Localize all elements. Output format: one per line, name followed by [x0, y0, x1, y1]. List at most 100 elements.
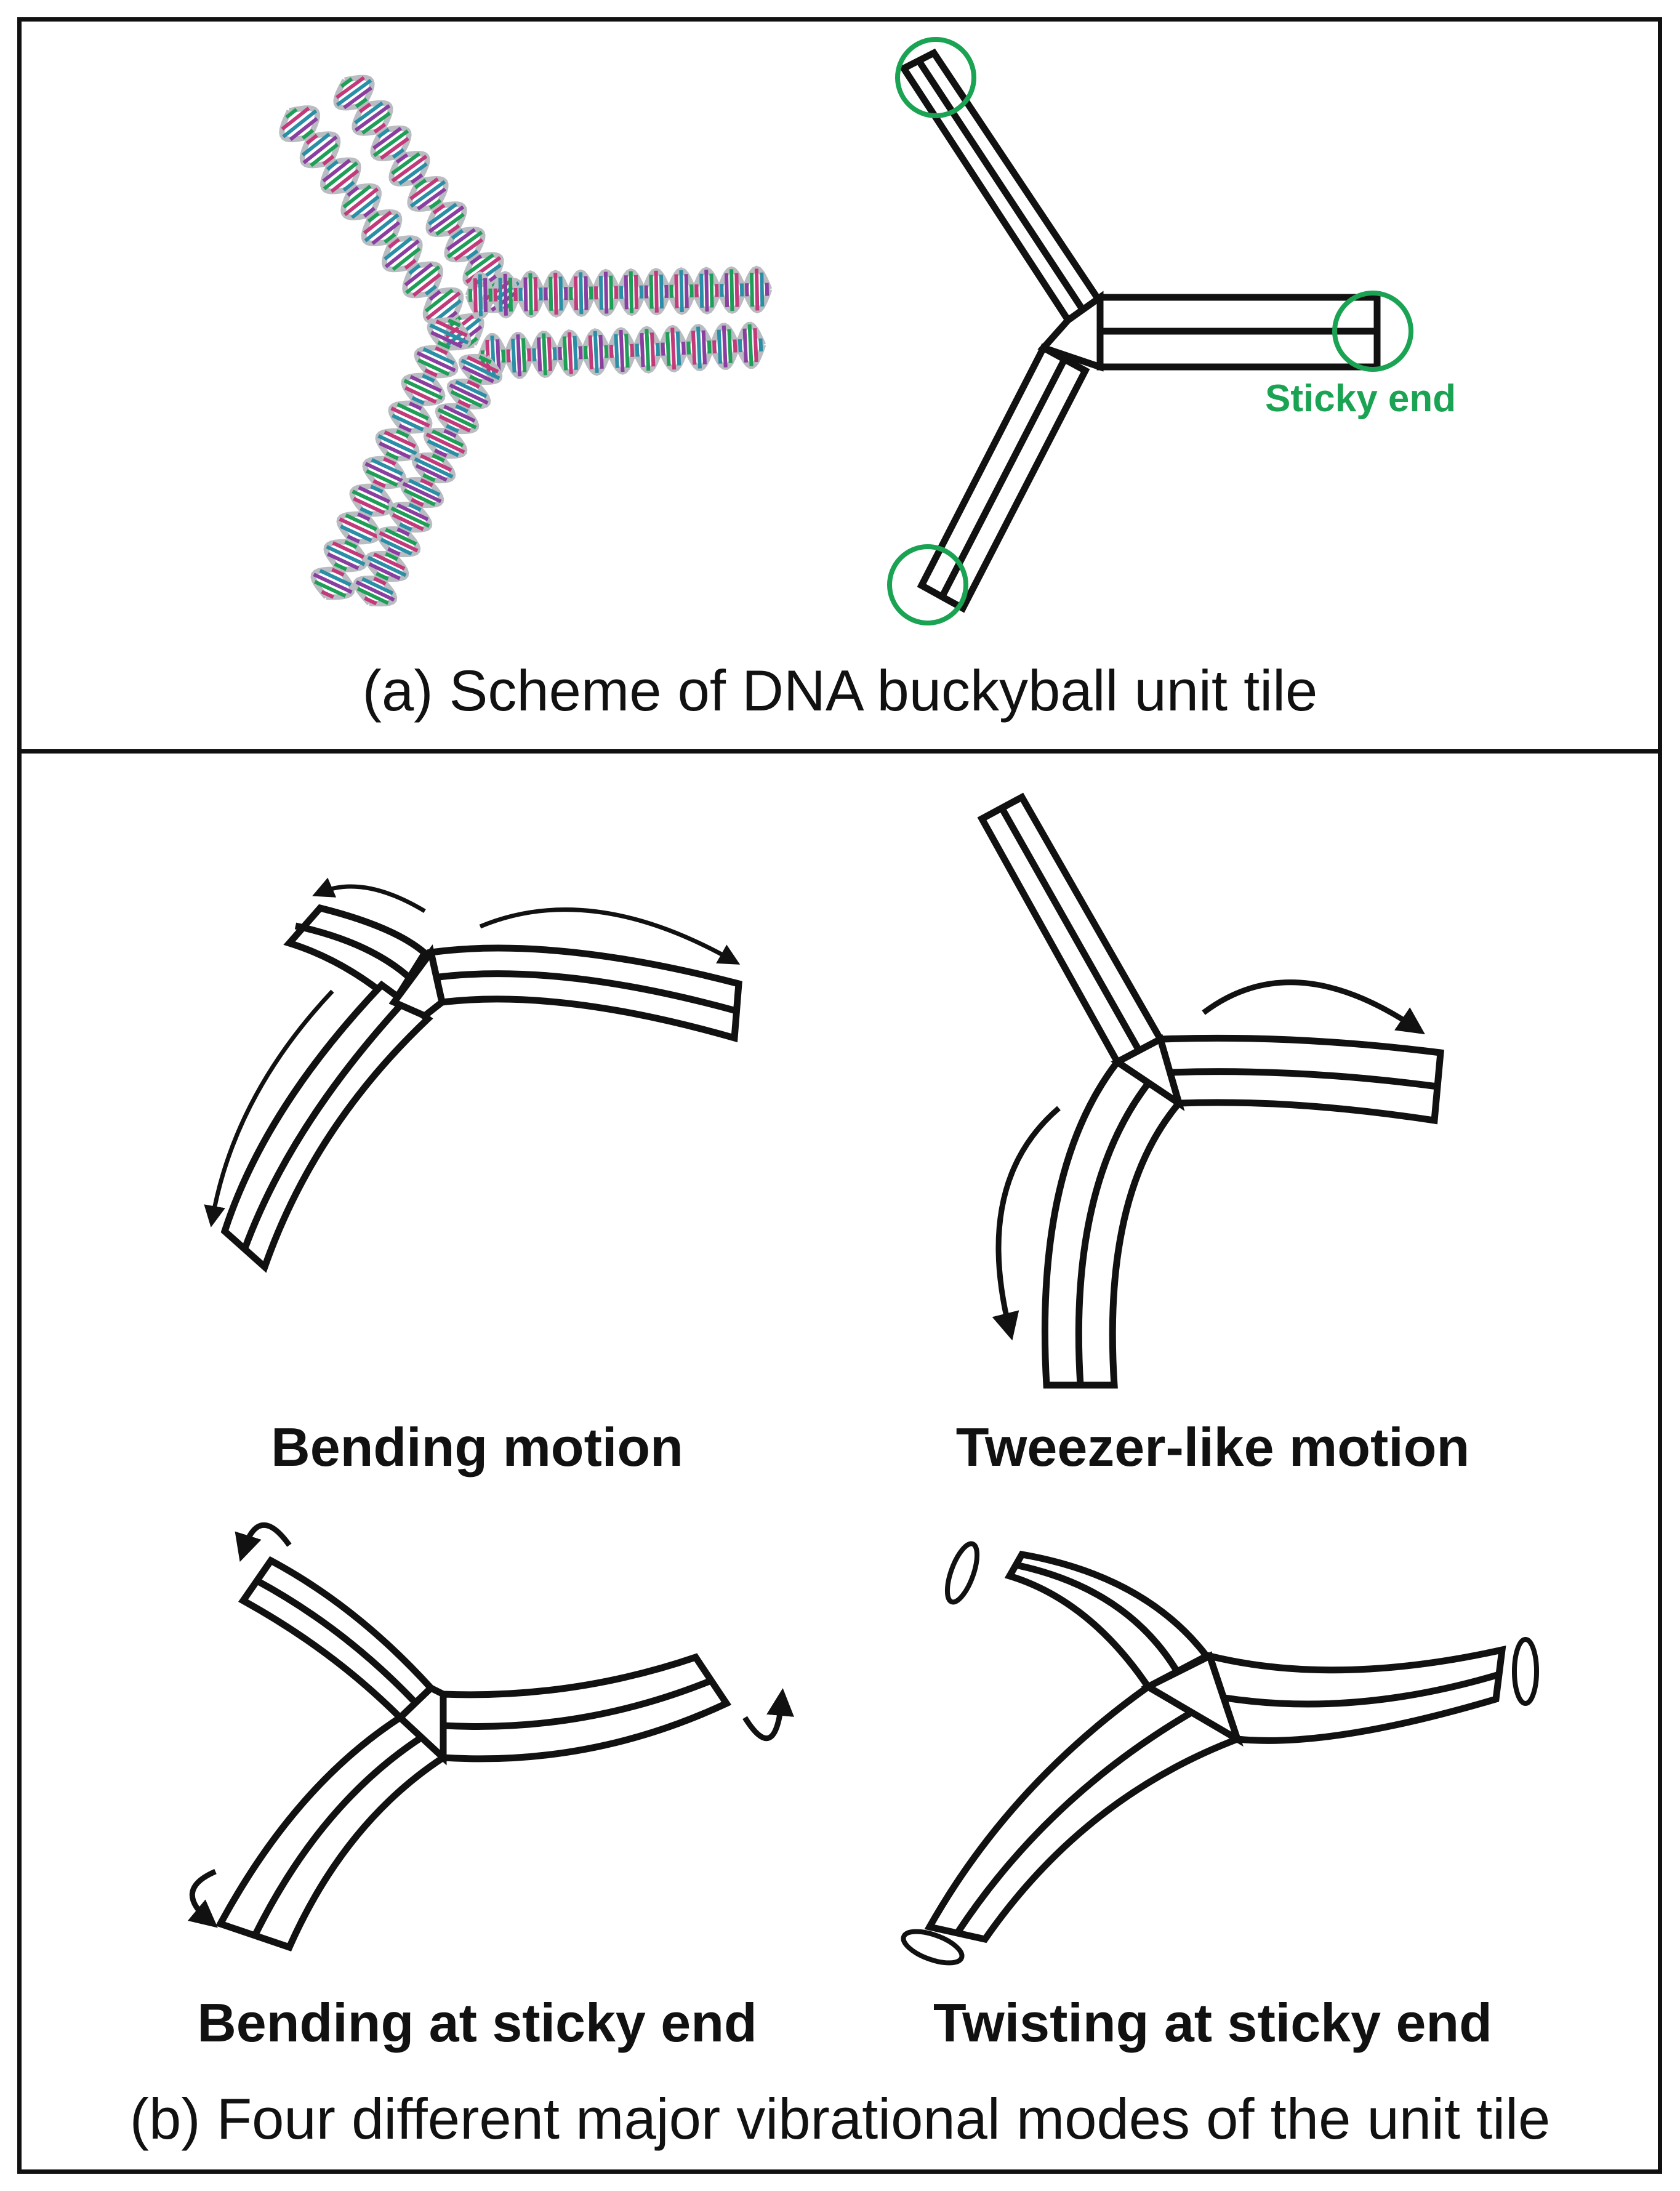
dna-base-pair [379, 441, 411, 459]
dna-base-pair [289, 117, 318, 141]
panel-b [17, 749, 1662, 2174]
dna-base-pair [326, 159, 339, 171]
dna-base-pair [425, 432, 465, 454]
dna-base-pair [469, 254, 483, 265]
dna-base-pair [344, 540, 358, 549]
dna-base-pair [385, 451, 399, 460]
dna-base-pair [404, 262, 433, 287]
panel-b-caption: (b) Four different major vibrational mod… [129, 2086, 1551, 2151]
dna-base-pair [373, 552, 406, 571]
dna-base-pair [428, 205, 465, 233]
dna-base-pair [629, 271, 634, 313]
dna-base-pair [343, 86, 372, 110]
dna-base-pair [391, 152, 420, 175]
dna-base-pair [373, 576, 387, 586]
dna-base-pair [424, 368, 438, 377]
dna-base-pair [414, 178, 427, 190]
dna-base-pair [498, 278, 503, 312]
dna-base-pair [450, 390, 483, 408]
dna-base-pair [425, 291, 461, 321]
dna-base-pair [614, 334, 619, 368]
dna-base-pair [322, 158, 352, 183]
dna-base-pair [704, 270, 709, 312]
dna-base-pair [449, 383, 489, 405]
dna-base-pair [302, 135, 338, 164]
dna-base-pair [354, 104, 391, 132]
dna-helix-arm-upper [279, 74, 523, 350]
mode-bending-motion-drawing [204, 877, 742, 1273]
dna-base-pair [446, 228, 476, 251]
dna-base-pair [428, 203, 457, 226]
dna-base-pair [438, 414, 471, 433]
dna-base-pair [428, 198, 442, 210]
dna-base-pair [354, 101, 384, 125]
dna-base-pair [411, 396, 425, 405]
dna-base-pair [604, 345, 609, 358]
dna-backbone-strand [465, 266, 773, 319]
mode-label-bending-sticky: Bending at sticky end [197, 1992, 757, 2053]
dna-base-pair [699, 273, 704, 308]
dna-base-pair [387, 238, 401, 249]
dna-base-pair [747, 324, 754, 367]
dna-base-pair [327, 552, 360, 570]
dna-base-pair [363, 206, 376, 218]
dna-base-pair [650, 332, 656, 367]
dna-base-pair [391, 155, 428, 183]
dna-backbone-strand [310, 318, 472, 599]
dna-base-pair [404, 259, 417, 270]
dna-base-pair [387, 547, 401, 557]
dna-base-pair [437, 340, 451, 350]
dna-base-pair [367, 212, 380, 223]
dna-base-pair [384, 239, 420, 268]
dna-base-pair [573, 336, 578, 370]
dna-base-pair [396, 403, 429, 420]
dna-base-pair [384, 233, 396, 244]
dna-base-pair [656, 342, 660, 356]
dna-base-pair [553, 273, 558, 315]
sticky-end-label: Sticky end [1265, 377, 1457, 420]
dna-base-pair [523, 277, 528, 312]
dna-base-pair [396, 429, 409, 438]
dna-base-pair [410, 173, 424, 184]
dna-base-pair [377, 434, 417, 456]
dna-base-pair [361, 577, 394, 595]
sticky-end-circle-right [1332, 291, 1413, 372]
dna-base-pair [379, 531, 419, 553]
dna-base-pair [344, 187, 379, 217]
dna-base-pair [417, 187, 446, 211]
dna-base-pair [447, 223, 460, 235]
dna-base-pair [305, 134, 318, 145]
dna-base-pair [432, 453, 445, 463]
dna-base-pair [332, 541, 364, 559]
dna-base-pair [342, 180, 355, 192]
dna-base-pair [645, 329, 651, 371]
dna-base-pair [635, 344, 640, 357]
dna-base-pair [424, 288, 454, 313]
dna-base-pair [345, 513, 377, 531]
dna-base-pair [562, 336, 568, 371]
dna-base-pair [414, 457, 454, 479]
dna-base-pair [422, 473, 436, 483]
dna-base-pair [390, 406, 430, 428]
dna-base-pair [547, 337, 553, 371]
dna-base-pair [717, 329, 723, 364]
dna-base-pair [712, 340, 717, 354]
dna-base-pair [340, 77, 353, 88]
dna-base-pair [392, 247, 421, 271]
dna-base-pair [427, 439, 459, 457]
sticky-end-markers [887, 37, 1413, 625]
dna-base-pair [409, 401, 422, 411]
dna-base-pair [402, 481, 442, 504]
dna-base-pair [424, 284, 438, 296]
dna-base-pair [416, 351, 456, 372]
dna-base-pair [654, 270, 659, 313]
dna-base-pair [350, 195, 380, 219]
dna-base-pair [729, 269, 734, 312]
dna-base-pair [594, 286, 598, 300]
dna-base-pair [326, 545, 366, 566]
dna-base-pair [593, 331, 599, 373]
dna-base-pair [465, 255, 502, 284]
dna-base-pair [727, 329, 733, 363]
dna-base-pair [516, 334, 522, 377]
